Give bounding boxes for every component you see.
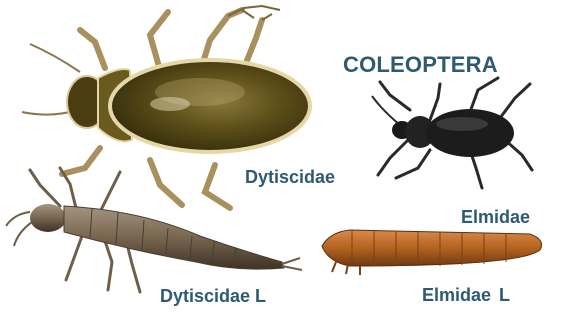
order-title: COLEOPTERA	[343, 52, 498, 78]
label-dytiscidae-larva: Dytiscidae L	[160, 286, 266, 307]
elmidae-larva-image	[322, 230, 542, 275]
label-elmidae: Elmidae	[461, 207, 530, 228]
label-elmidae-larva: Elmidae L	[422, 285, 510, 306]
elmidae-beetle-image	[372, 78, 532, 188]
label-dytiscidae: Dytiscidae	[245, 167, 335, 188]
